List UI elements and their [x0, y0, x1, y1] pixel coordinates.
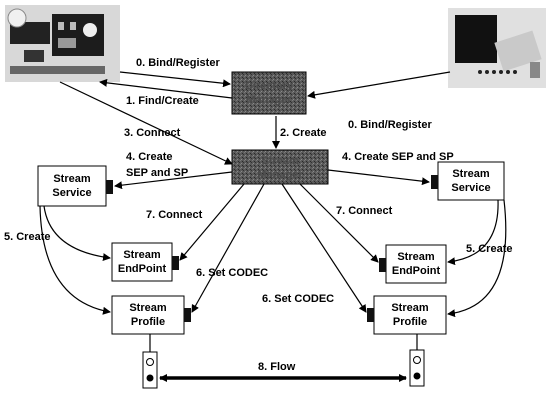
right-endpoint-label-1: Stream [397, 251, 435, 263]
label-create-5-right: 5. Create [466, 243, 512, 255]
stream-manager-label-2: Manager [257, 169, 303, 181]
left-profile-label-1: Stream [129, 302, 167, 314]
left-stream-service-box[interactable]: Stream Service [37, 165, 113, 207]
arrow-create-right-endpoint [447, 199, 499, 266]
left-profile-label-2: Profile [131, 316, 165, 328]
right-profile-label-2: Profile [393, 316, 427, 328]
left-service-label-2: Service [52, 187, 91, 199]
speaker-device-photo-icon [448, 8, 546, 88]
left-service-label-1: Stream [53, 173, 91, 185]
right-port-connector [409, 349, 425, 387]
right-endpoint-label-2: EndPoint [392, 265, 441, 277]
label-find-create: 1. Find/Create [126, 95, 199, 107]
left-stream-endpoint-box[interactable]: Stream EndPoint [111, 242, 179, 282]
arrow-bind-left [119, 71, 231, 88]
arrow-set-codec-left [191, 183, 265, 313]
arrow-set-codec-right [281, 183, 367, 313]
arrow-create-sep-right [327, 169, 430, 186]
arrow-create-sep-left [114, 171, 233, 190]
label-connect-7-right: 7. Connect [336, 205, 393, 217]
directory-manager-label-2: Manager [246, 94, 292, 106]
arrow-connect-right-endpoint [299, 183, 379, 263]
arrow-connect-left-endpoint [179, 183, 245, 261]
label-connect-7-left: 7. Connect [146, 209, 203, 221]
left-port-connector [142, 351, 158, 389]
stream-manager-label-1: Stream [261, 155, 299, 167]
arrow-create-left-endpoint [43, 205, 111, 262]
label-flow: 8. Flow [258, 361, 296, 373]
arrow-find-create [99, 78, 233, 99]
right-stream-service-box[interactable]: Stream Service [431, 161, 505, 201]
directory-manager-label-1: Directory [245, 80, 294, 92]
right-stream-profile-box[interactable]: Stream Profile [367, 295, 447, 335]
label-create-5-left: 5. Create [4, 231, 50, 243]
right-stream-endpoint-box[interactable]: Stream EndPoint [379, 244, 447, 284]
right-service-label-1: Stream [452, 168, 490, 180]
left-endpoint-label-1: Stream [123, 249, 161, 261]
label-create-2: 2. Create [280, 127, 326, 139]
label-create-4-right: 4. Create SEP and SP [342, 151, 454, 163]
arrow-create-right-profile [447, 199, 507, 318]
label-set-codec-left: 6. Set CODEC [196, 267, 268, 279]
right-profile-label-1: Stream [391, 302, 429, 314]
arrow-connect [59, 81, 233, 165]
label-bind-right: 0. Bind/Register [348, 119, 432, 131]
stream-manager-box[interactable]: Stream Manager [231, 149, 329, 185]
label-bind-left: 0. Bind/Register [136, 57, 220, 69]
arrow-create-left-profile [39, 205, 111, 315]
arrow-bind-right [307, 71, 451, 99]
directory-manager-box[interactable]: Directory Manager [231, 71, 307, 115]
label-set-codec-right: 6. Set CODEC [262, 293, 334, 305]
right-service-label-2: Service [451, 182, 490, 194]
left-endpoint-label-2: EndPoint [118, 263, 167, 275]
label-create-4-left-line1: 4. Create [126, 151, 172, 163]
camera-equipment-photo-icon [5, 5, 120, 82]
label-connect-3: 3. Connect [124, 127, 181, 139]
left-stream-profile-box[interactable]: Stream Profile [111, 295, 191, 335]
label-create-4-left-line2: SEP and SP [126, 167, 188, 179]
